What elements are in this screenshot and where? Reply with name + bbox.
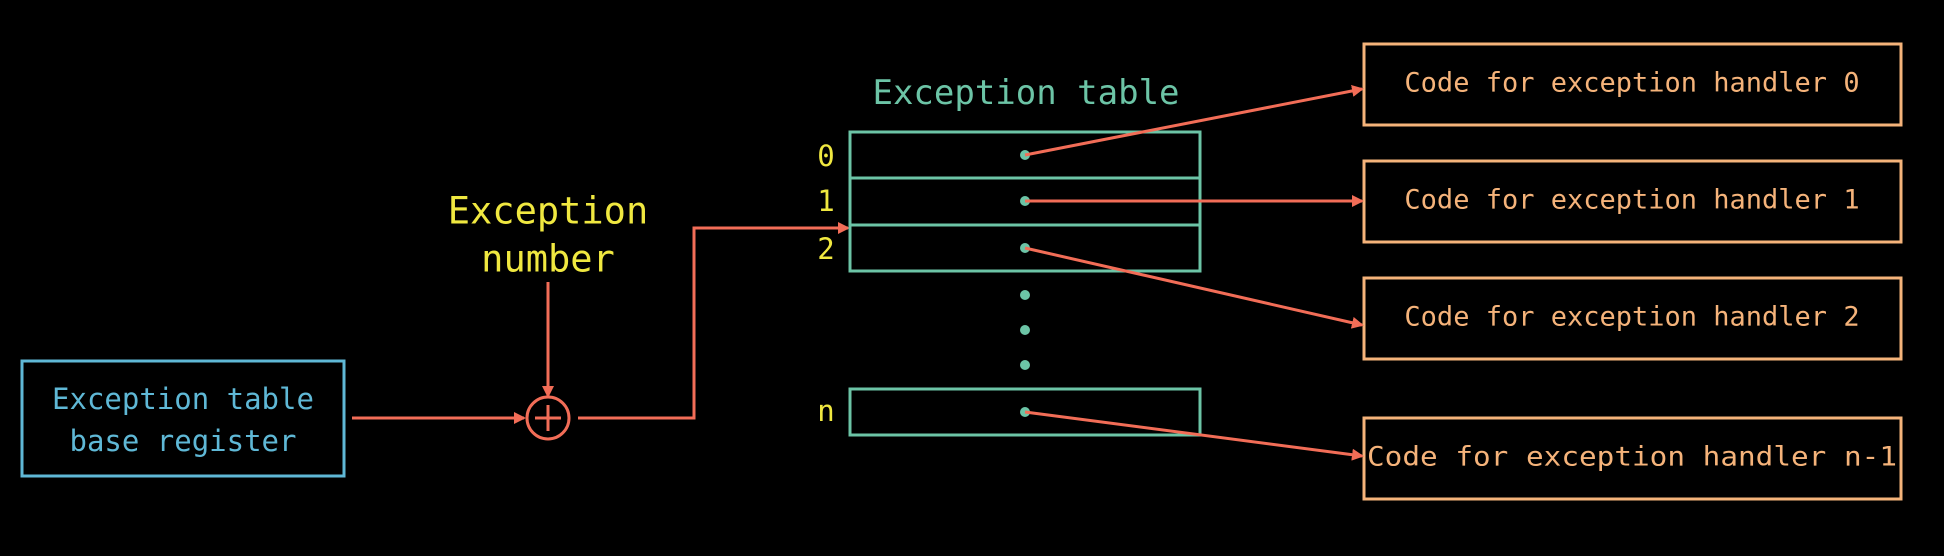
table-row-n xyxy=(848,387,1202,437)
base-register-label-line2: base register xyxy=(70,424,297,458)
arrow-adder-to-table xyxy=(578,222,850,420)
handler-label-0: Code for exception handler 0 xyxy=(1404,68,1859,99)
ellipsis-dot xyxy=(1020,360,1030,370)
table-index-n: n xyxy=(817,394,834,428)
handler-label-n-1: Code for exception handler n-1 xyxy=(1367,442,1897,473)
table-index-2: 2 xyxy=(817,232,834,266)
handler-label-1: Code for exception handler 1 xyxy=(1404,185,1859,216)
base-register-label-line1: Exception table xyxy=(52,382,314,416)
table-row-2 xyxy=(848,223,1202,273)
exception-number-label-line1: Exception xyxy=(448,190,648,233)
table-index-1: 1 xyxy=(817,184,834,218)
handler-box-0 xyxy=(1362,42,1903,127)
arrow-entry-0-to-handler xyxy=(1024,85,1364,157)
adder-symbol xyxy=(525,395,571,441)
handler-box-1 xyxy=(1362,159,1903,244)
ellipsis-dot xyxy=(1020,290,1030,300)
exception-table-title: Exception table xyxy=(872,73,1179,113)
arrow-entry-2-to-handler xyxy=(1024,246,1364,329)
exception-number-label-line2: number xyxy=(481,238,615,281)
handler-label-2: Code for exception handler 2 xyxy=(1404,302,1859,333)
handler-box-2 xyxy=(1362,276,1903,361)
arrow-entry-n-to-handler xyxy=(1024,410,1364,461)
ellipsis-dot xyxy=(1020,325,1030,335)
handler-box-n-1 xyxy=(1362,416,1903,501)
base-register-box xyxy=(20,359,346,478)
table-index-0: 0 xyxy=(817,139,834,173)
